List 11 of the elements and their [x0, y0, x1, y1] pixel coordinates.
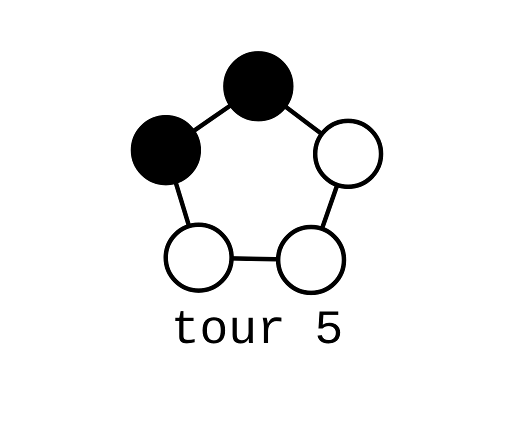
node-circle	[163, 222, 234, 292]
node-circle	[275, 224, 346, 295]
node-circle	[222, 50, 293, 121]
connector	[319, 184, 339, 229]
caption: tour 5	[170, 304, 343, 358]
connector	[191, 102, 232, 133]
connector	[231, 256, 278, 262]
node-circle	[130, 114, 201, 185]
connector	[172, 180, 191, 226]
node-circle	[312, 118, 383, 188]
connector	[282, 104, 322, 136]
